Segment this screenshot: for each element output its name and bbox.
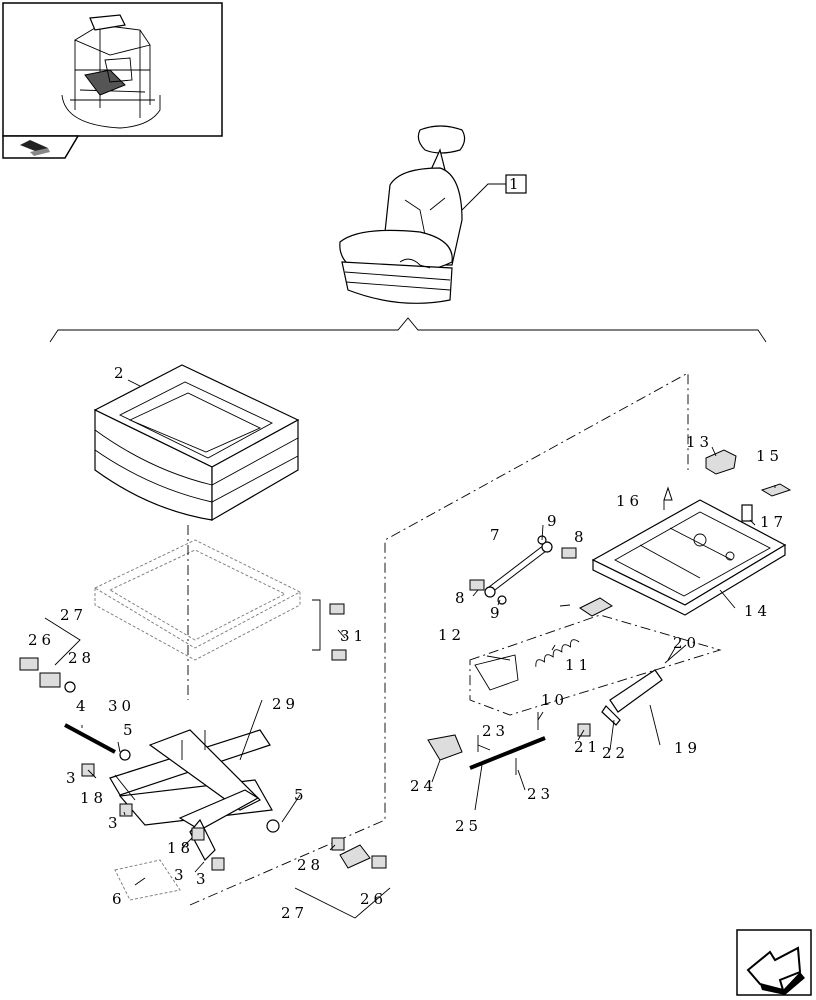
callout-28a[interactable]: 28 (68, 649, 95, 667)
group-bracket (49, 317, 767, 343)
callout-8a[interactable]: 8 (574, 528, 588, 546)
callout-27a[interactable]: 27 (60, 606, 87, 624)
view-direction-icon[interactable] (2, 135, 80, 159)
scissor-mechanism (109, 729, 280, 861)
base-plate (591, 499, 787, 616)
callout-3d[interactable]: 3 (196, 870, 210, 888)
seat-pan-outline (94, 539, 301, 661)
callout-25[interactable]: 25 (455, 817, 482, 835)
callout-14[interactable]: 14 (744, 602, 771, 620)
callout-20[interactable]: 20 (673, 634, 700, 652)
callout-10[interactable]: 10 (541, 691, 568, 709)
callout-7[interactable]: 7 (490, 526, 504, 544)
callout-29[interactable]: 29 (272, 695, 299, 713)
shaft (469, 736, 546, 770)
tension-spring (535, 639, 580, 667)
callout-3a[interactable]: 3 (66, 769, 80, 787)
callout-23b[interactable]: 23 (527, 785, 554, 803)
seat-assembly-illustration (339, 125, 466, 304)
callout-5a[interactable]: 5 (123, 721, 137, 739)
callout-8b[interactable]: 8 (455, 589, 469, 607)
callout-26b[interactable]: 26 (360, 890, 387, 908)
callout-15[interactable]: 15 (756, 447, 783, 465)
cover-pad (760, 483, 792, 497)
strap (601, 669, 663, 726)
callout-18a[interactable]: 18 (80, 789, 107, 807)
callout-9a[interactable]: 9 (547, 512, 561, 530)
seat-cushion-box (93, 364, 300, 522)
callout-24[interactable]: 24 (410, 777, 437, 795)
callout-16[interactable]: 16 (616, 492, 643, 510)
callout-3c[interactable]: 3 (174, 866, 188, 884)
callout-26a[interactable]: 26 (28, 631, 55, 649)
callout-31[interactable]: 31 (340, 627, 367, 645)
arrow-icon[interactable] (736, 929, 812, 996)
callout-23a[interactable]: 23 (482, 722, 509, 740)
callout-3b[interactable]: 3 (108, 814, 122, 832)
callout-21[interactable]: 21 (574, 738, 601, 756)
callout-2[interactable]: 2 (114, 364, 128, 382)
callout-27b[interactable]: 27 (281, 904, 308, 922)
callout-4[interactable]: 4 (76, 697, 90, 715)
callout-1[interactable]: 1 (509, 175, 523, 193)
machine-cab-thumbnail[interactable] (2, 2, 223, 137)
callout-18b[interactable]: 18 (167, 839, 194, 857)
lever-handle (705, 449, 737, 475)
callout-22[interactable]: 22 (602, 744, 629, 762)
callout-11[interactable]: 11 (565, 656, 592, 674)
callout-19[interactable]: 19 (674, 739, 701, 757)
group-outline (189, 372, 689, 906)
gas-spring (484, 541, 553, 598)
callout-9b[interactable]: 9 (490, 604, 504, 622)
callout-6[interactable]: 6 (112, 890, 126, 908)
callout-28b[interactable]: 28 (297, 856, 324, 874)
callout-13[interactable]: 13 (686, 433, 713, 451)
callout-12[interactable]: 12 (438, 626, 465, 644)
callout-30[interactable]: 30 (108, 697, 135, 715)
callout-17[interactable]: 17 (760, 513, 787, 531)
callout-5b[interactable]: 5 (294, 786, 308, 804)
